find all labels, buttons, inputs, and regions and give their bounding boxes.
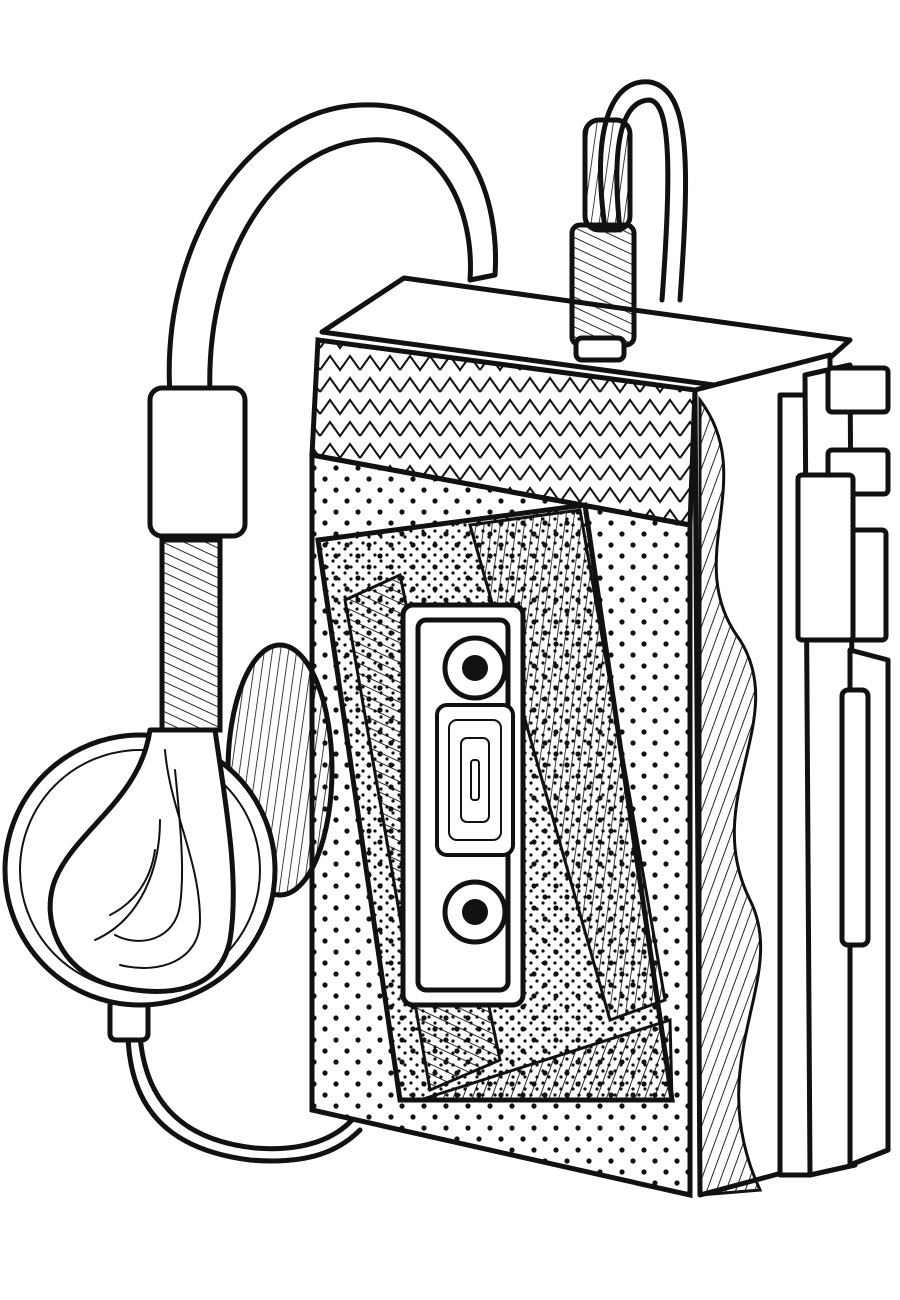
- side-buttons: [777, 362, 891, 1178]
- cassette-player-body: [309, 275, 853, 1199]
- cassette-tape: [400, 602, 526, 1008]
- headphone-jack: [569, 79, 689, 363]
- headband: [166, 102, 499, 398]
- headphone-cable: [107, 997, 363, 1164]
- earcup-left: [2, 727, 278, 1008]
- headband-slider: [147, 385, 248, 733]
